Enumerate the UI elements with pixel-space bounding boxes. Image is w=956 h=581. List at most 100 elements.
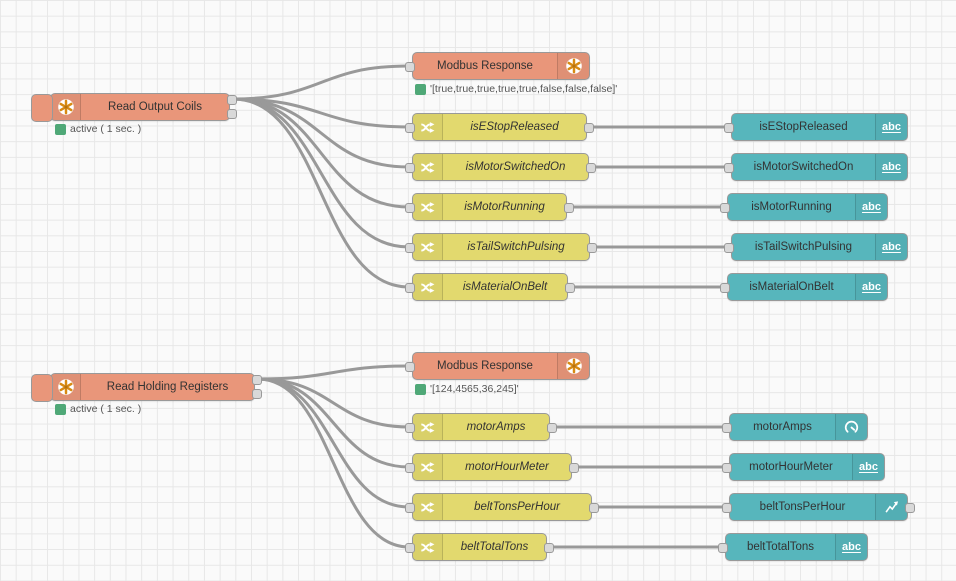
wire[interactable]	[231, 97, 411, 209]
node-switch-beltTonsPerHour[interactable]: beltTonsPerHour	[405, 493, 599, 521]
input-port[interactable]	[722, 463, 732, 473]
node-label: isTailSwitchPulsing	[754, 241, 853, 253]
status-dot-icon	[55, 403, 66, 415]
input-port[interactable]	[722, 423, 732, 433]
output-port[interactable]	[586, 163, 596, 173]
wire[interactable]	[256, 377, 411, 509]
node-label: motorHourMeter	[749, 461, 833, 473]
node-ui-text-isTailSwitchPulsing[interactable]: isTailSwitchPulsing abc	[724, 233, 908, 261]
node-label: Read Holding Registers	[106, 381, 229, 393]
input-port[interactable]	[405, 463, 415, 473]
node-label: beltTotalTons	[460, 541, 529, 553]
input-port[interactable]	[405, 503, 415, 513]
abc-glyph: abc	[859, 461, 878, 473]
output-port[interactable]	[584, 123, 594, 133]
node-ui-gauge-motorAmps[interactable]: motorAmps	[722, 413, 868, 441]
input-port[interactable]	[405, 283, 415, 293]
wire[interactable]	[231, 97, 411, 289]
shuffle-icon	[413, 534, 443, 560]
output-port[interactable]	[547, 423, 557, 433]
wire[interactable]	[256, 377, 411, 469]
node-status: '[true,true,true,true,true,false,false,f…	[415, 83, 617, 95]
output-port-1[interactable]	[252, 375, 262, 385]
input-port[interactable]	[720, 203, 730, 213]
node-label: Modbus Response	[437, 360, 533, 372]
node-switch-motorAmps[interactable]: motorAmps	[405, 413, 557, 441]
node-modbus-response-registers[interactable]: Modbus Response	[405, 352, 590, 380]
node-ui-text-isMotorSwitchedOn[interactable]: isMotorSwitchedOn abc	[724, 153, 908, 181]
node-switch-isEStopReleased[interactable]: isEStopReleased	[405, 113, 594, 141]
modbus-flower-icon	[51, 94, 81, 120]
input-port[interactable]	[405, 423, 415, 433]
inject-button[interactable]	[31, 94, 53, 122]
input-port[interactable]	[405, 362, 415, 372]
node-switch-isTailSwitchPulsing[interactable]: isTailSwitchPulsing	[405, 233, 597, 261]
output-port[interactable]	[587, 243, 597, 253]
output-port-2[interactable]	[252, 389, 262, 399]
status-dot-icon	[55, 123, 66, 135]
node-label: motorAmps	[753, 421, 812, 433]
wire[interactable]	[256, 377, 411, 429]
node-label: beltTotalTons	[746, 541, 815, 553]
node-switch-isMotorSwitchedOn[interactable]: isMotorSwitchedOn	[405, 153, 596, 181]
output-port[interactable]	[565, 283, 575, 293]
node-label: beltTonsPerHour	[474, 501, 560, 513]
wire[interactable]	[231, 97, 411, 249]
input-port[interactable]	[724, 243, 734, 253]
node-ui-text-isMotorRunning[interactable]: isMotorRunning abc	[720, 193, 888, 221]
status-text: active ( 1 sec. )	[70, 403, 142, 415]
wire[interactable]	[231, 97, 411, 129]
input-port[interactable]	[405, 243, 415, 253]
node-ui-text-beltTotalTons[interactable]: beltTotalTons abc	[718, 533, 868, 561]
inject-button[interactable]	[31, 374, 53, 402]
node-ui-chart-beltTonsPerHour[interactable]: beltTonsPerHour	[722, 493, 915, 521]
shuffle-icon	[413, 114, 443, 140]
gauge-icon	[835, 414, 867, 440]
abc-glyph: abc	[862, 281, 881, 293]
input-port[interactable]	[722, 503, 732, 513]
input-port[interactable]	[405, 203, 415, 213]
input-port[interactable]	[405, 62, 415, 72]
output-port[interactable]	[569, 463, 579, 473]
input-port[interactable]	[405, 543, 415, 553]
status-dot-icon	[415, 383, 426, 395]
node-switch-beltTotalTons[interactable]: beltTotalTons	[405, 533, 554, 561]
output-port[interactable]	[589, 503, 599, 513]
node-label: isMotorRunning	[751, 201, 832, 213]
wire[interactable]	[231, 97, 411, 169]
node-status: '[124,4565,36,245]'	[415, 383, 519, 395]
wire[interactable]	[256, 364, 411, 381]
status-text: '[true,true,true,true,true,false,false,f…	[430, 83, 618, 95]
output-port[interactable]	[544, 543, 554, 553]
abc-text-icon: abc	[875, 114, 907, 140]
input-port[interactable]	[724, 163, 734, 173]
wire[interactable]	[256, 377, 411, 549]
input-port[interactable]	[724, 123, 734, 133]
node-modbus-response-coils[interactable]: Modbus Response	[405, 52, 590, 80]
shuffle-icon	[413, 454, 443, 480]
input-port[interactable]	[405, 123, 415, 133]
abc-glyph: abc	[842, 541, 861, 553]
output-port[interactable]	[905, 503, 915, 513]
node-read-output-coils[interactable]: Read Output Coils	[31, 93, 237, 122]
node-read-holding-registers[interactable]: Read Holding Registers	[31, 373, 262, 402]
output-port-1[interactable]	[227, 95, 237, 105]
node-label: beltTonsPerHour	[759, 501, 846, 513]
node-status: active ( 1 sec. )	[55, 403, 141, 415]
input-port[interactable]	[720, 283, 730, 293]
status-dot-icon	[415, 83, 426, 95]
wire[interactable]	[231, 64, 411, 101]
input-port[interactable]	[718, 543, 728, 553]
node-switch-isMotorRunning[interactable]: isMotorRunning	[405, 193, 574, 221]
node-label: Read Output Coils	[108, 101, 202, 113]
output-port-2[interactable]	[227, 109, 237, 119]
node-ui-text-isEStopReleased[interactable]: isEStopReleased abc	[724, 113, 908, 141]
output-port[interactable]	[564, 203, 574, 213]
input-port[interactable]	[405, 163, 415, 173]
node-switch-motorHourMeter[interactable]: motorHourMeter	[405, 453, 579, 481]
node-ui-text-isMaterialOnBelt[interactable]: isMaterialOnBelt abc	[720, 273, 888, 301]
node-switch-isMaterialOnBelt[interactable]: isMaterialOnBelt	[405, 273, 575, 301]
node-ui-text-motorHourMeter[interactable]: motorHourMeter abc	[722, 453, 885, 481]
